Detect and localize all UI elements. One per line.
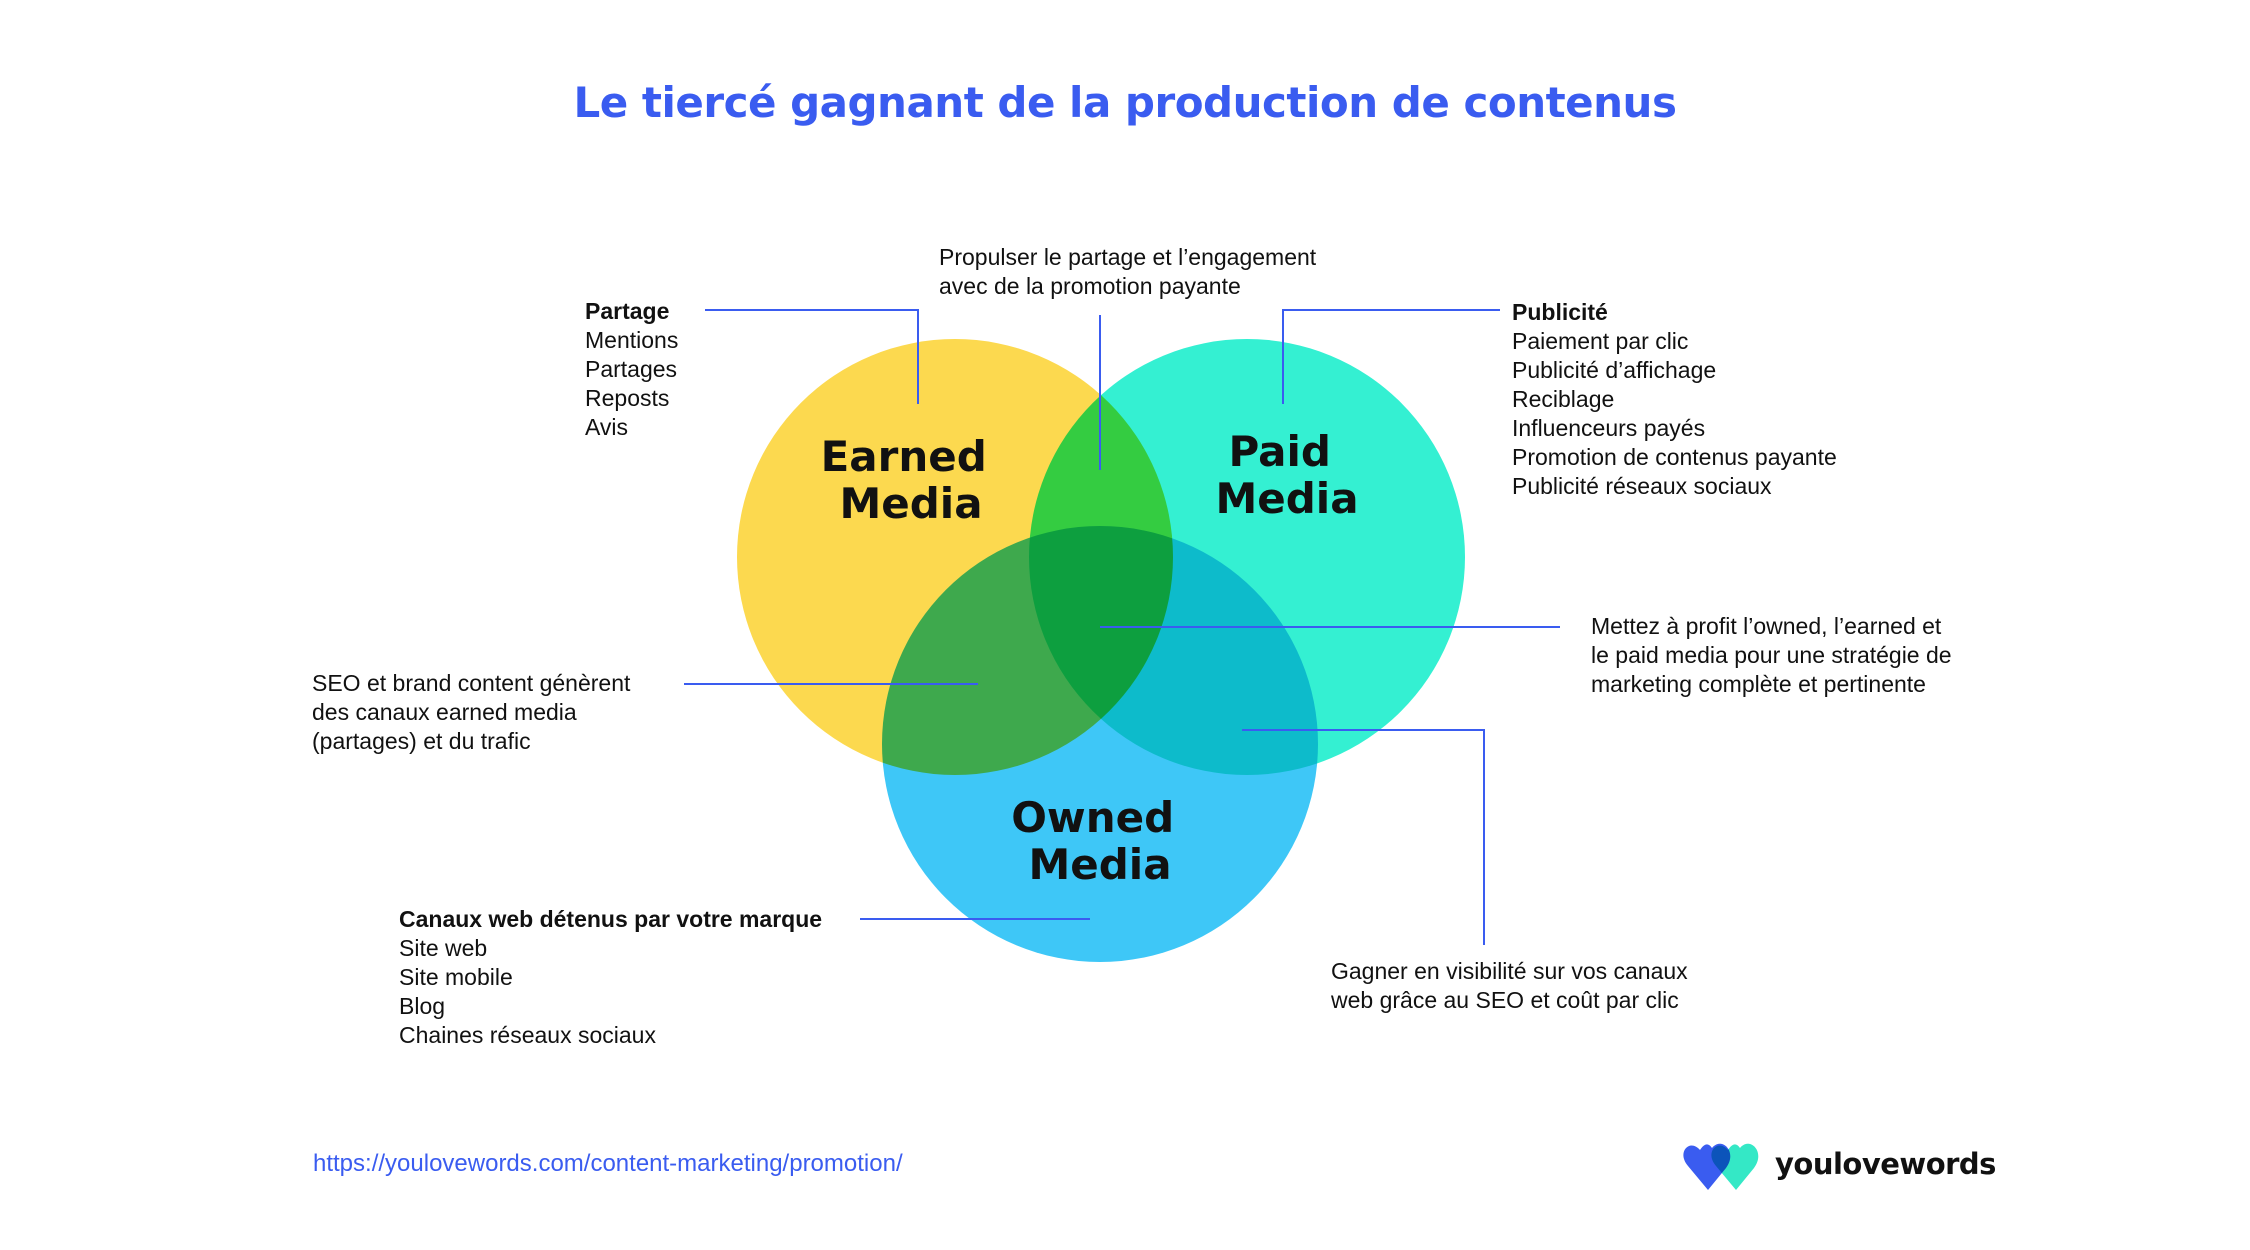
source-url-link[interactable]: https://youlovewords.com/content-marketi… bbox=[313, 1150, 903, 1177]
owned-note-heading: Canaux web détenus par votre marque bbox=[399, 906, 823, 932]
connector-paid bbox=[1282, 309, 1500, 404]
paid-note-item: Influenceurs payés bbox=[1512, 415, 1706, 441]
earned-paid-note-line: Propulser le partage et l’engagement bbox=[939, 244, 1317, 270]
owned-label-line1: Owned bbox=[1011, 793, 1174, 842]
earned-owned-note: SEO et brand content génèrent des canaux… bbox=[312, 669, 630, 756]
connector-paid-owned bbox=[1242, 729, 1485, 945]
page-title: Le tiercé gagnant de la production de co… bbox=[573, 78, 1677, 127]
paid-media-label: Paid Media bbox=[1215, 427, 1358, 523]
earned-note-heading: Partage bbox=[585, 298, 670, 324]
paid-label-line1: Paid bbox=[1228, 427, 1330, 476]
paid-owned-note-line: web grâce au SEO et coût par clic bbox=[1331, 987, 1679, 1013]
owned-note-item: Blog bbox=[399, 993, 446, 1019]
owned-note-item: Site web bbox=[399, 935, 488, 961]
earned-owned-note-line: des canaux earned media bbox=[312, 699, 577, 725]
center-note-line: marketing complète et pertinente bbox=[1591, 671, 1926, 697]
center-note-line: Mettez à profit l’owned, l’earned et bbox=[1591, 613, 1942, 639]
paid-note-item: Paiement par clic bbox=[1512, 328, 1689, 354]
earned-note-item: Mentions bbox=[585, 327, 679, 353]
paid-owned-note-line: Gagner en visibilité sur vos canaux bbox=[1331, 958, 1688, 984]
earned-owned-note-line: (partages) et du trafic bbox=[312, 728, 531, 754]
connector-earned bbox=[705, 309, 919, 404]
brand-name: youlovewords bbox=[1775, 1147, 1996, 1181]
earned-label-line2: Media bbox=[839, 479, 982, 528]
earned-paid-note: Propulser le partage et l’engagement ave… bbox=[939, 243, 1316, 301]
center-note: Mettez à profit l’owned, l’earned et le … bbox=[1591, 612, 1952, 699]
paid-note-item: Promotion de contenus payante bbox=[1512, 444, 1837, 470]
owned-media-label: Owned Media bbox=[1011, 793, 1189, 889]
paid-label-line2: Media bbox=[1215, 474, 1358, 523]
paid-note-item: Reciblage bbox=[1512, 386, 1615, 412]
owned-media-circle bbox=[882, 526, 1318, 962]
hearts-logo-icon bbox=[1683, 1143, 1759, 1190]
owned-note-item: Site mobile bbox=[399, 964, 513, 990]
earned-owned-note-line: SEO et brand content génèrent bbox=[312, 670, 631, 696]
earned-note-item: Avis bbox=[585, 414, 629, 440]
owned-note-item: Chaines réseaux sociaux bbox=[399, 1022, 656, 1048]
paid-note: Publicité Paiement par clic Publicité d’… bbox=[1512, 298, 1837, 501]
earned-note-item: Partages bbox=[585, 356, 678, 382]
earned-label-line1: Earned bbox=[821, 432, 987, 481]
owned-note: Canaux web détenus par votre marque Site… bbox=[399, 905, 822, 1050]
paid-note-heading: Publicité bbox=[1512, 299, 1608, 325]
paid-note-item: Publicité réseaux sociaux bbox=[1512, 473, 1772, 499]
paid-note-item: Publicité d’affichage bbox=[1512, 357, 1717, 383]
earned-media-label: Earned Media bbox=[821, 432, 1002, 528]
earned-note-item: Reposts bbox=[585, 385, 670, 411]
paid-owned-note: Gagner en visibilité sur vos canaux web … bbox=[1331, 957, 1688, 1015]
center-note-line: le paid media pour une stratégie de bbox=[1591, 642, 1952, 668]
owned-label-line2: Media bbox=[1028, 840, 1171, 889]
earned-note: Partage Mentions Partages Reposts Avis bbox=[585, 297, 678, 442]
earned-paid-note-line: avec de la promotion payante bbox=[939, 273, 1241, 299]
